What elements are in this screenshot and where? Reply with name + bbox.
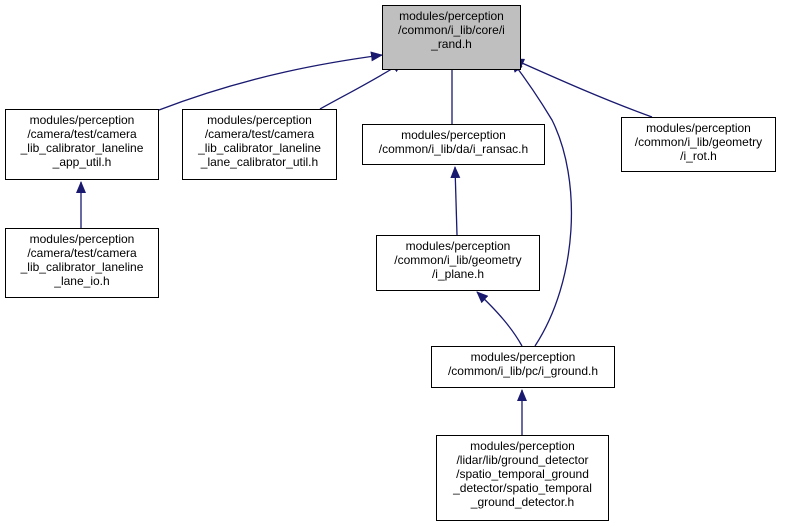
node-label-line: modules/perception: [646, 121, 751, 135]
node-label-line: modules/perception: [401, 128, 506, 142]
node-label-line: /i_rot.h: [680, 149, 717, 163]
node-app-util-h[interactable]: modules/perception /camera/test/camera _…: [5, 109, 159, 180]
node-label-line: modules/perception: [207, 113, 312, 127]
node-label-line: /common/i_lib/geometry: [394, 253, 522, 267]
node-i-ground-h[interactable]: modules/perception /common/i_lib/pc/i_gr…: [431, 346, 615, 388]
node-label-line: _lib_calibrator_laneline: [20, 260, 144, 274]
node-label-line: /common/i_lib/geometry: [634, 135, 763, 149]
node-label-line: _lib_calibrator_laneline: [198, 141, 321, 155]
node-i-ransac-h[interactable]: modules/perception /common/i_lib/da/i_ra…: [362, 124, 545, 165]
node-label-line: modules/perception: [470, 439, 575, 453]
node-label-line: /camera/test/camera: [27, 127, 137, 141]
node-label-line: _lane_io.h: [54, 274, 110, 288]
node-label-line: _app_util.h: [52, 155, 112, 169]
node-lane-io-h[interactable]: modules/perception /camera/test/camera _…: [5, 228, 159, 298]
node-i-plane-h[interactable]: modules/perception /common/i_lib/geometr…: [376, 235, 540, 291]
node-label-line: _ground_detector.h: [470, 495, 575, 509]
node-label-line: /camera/test/camera: [204, 127, 315, 141]
node-label-line: /spatio_temporal_ground: [456, 467, 589, 481]
node-label-line: _lib_calibrator_laneline: [20, 141, 144, 155]
node-label-line: /lidar/lib/ground_detector: [456, 453, 589, 467]
edge-app_util-to-i_rand: [158, 51, 383, 111]
node-label-line: modules/perception: [405, 239, 511, 253]
node-spatio-temporal-ground-detector-h[interactable]: modules/perception /lidar/lib/ground_det…: [436, 435, 609, 521]
node-label-line: _rand.h: [431, 37, 472, 51]
node-lane-calibrator-util-h[interactable]: modules/perception /camera/test/camera _…: [182, 109, 337, 180]
node-label-line: /i_plane.h: [431, 267, 485, 281]
edge-i_ground-to-i_plane: [476, 291, 523, 347]
node-label-line: modules/perception: [29, 232, 135, 246]
node-label-line: /common/i_lib/pc/i_ground.h: [447, 364, 599, 378]
node-label-line: _detector/spatio_temporal: [453, 481, 592, 495]
node-label-line: /common/i_lib/core/i: [398, 23, 505, 37]
node-label-line: /camera/test/camera: [27, 246, 137, 260]
node-i-rot-h[interactable]: modules/perception /common/i_lib/geometr…: [621, 117, 776, 172]
node-label-line: modules/perception: [399, 9, 504, 23]
node-label-line: /common/i_lib/da/i_ransac.h: [378, 142, 529, 156]
node-label-line: modules/perception: [470, 350, 576, 364]
node-label-line: _lane_calibrator_util.h: [200, 155, 319, 169]
edge-i_plane-to-i_ransac: [450, 166, 461, 236]
edge-i_ground-to-i_rand: [511, 60, 573, 347]
node-label-line: modules/perception: [29, 113, 135, 127]
edge-i_rot-to-i_rand: [512, 58, 653, 118]
node-i-rand-h: modules/perception /common/i_lib/core/i …: [382, 5, 521, 70]
